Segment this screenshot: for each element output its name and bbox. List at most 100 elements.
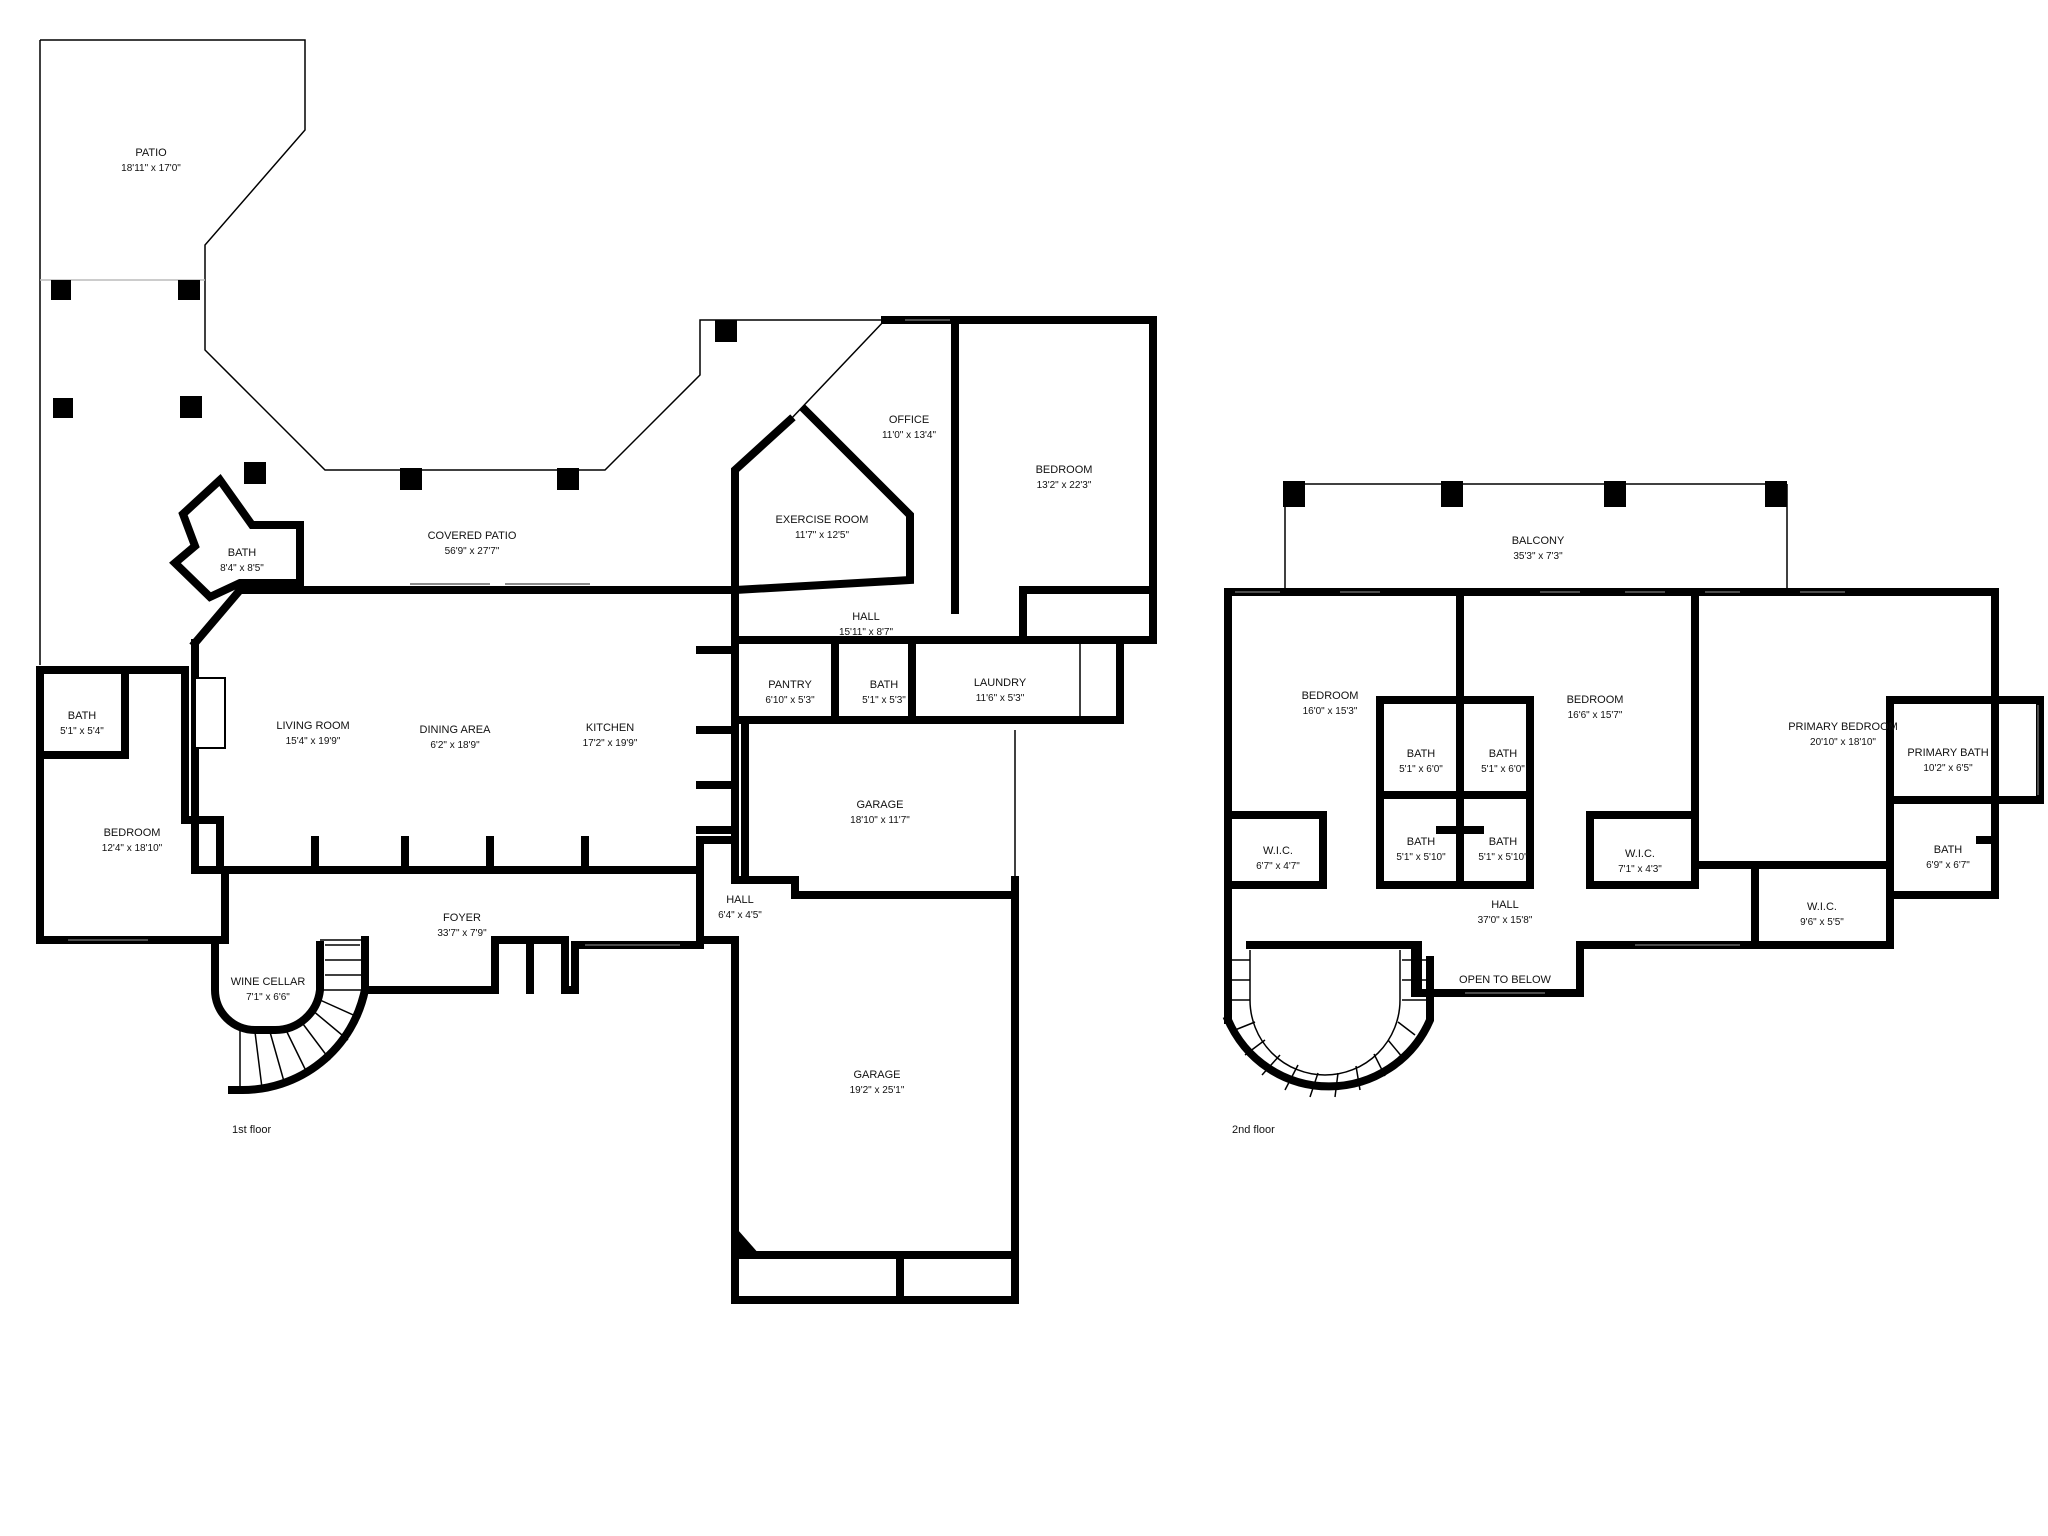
otb-wall xyxy=(1411,941,1422,997)
bath-5-label: BATH xyxy=(1934,844,1963,856)
column xyxy=(244,462,266,484)
balcony-label: BALCONY xyxy=(1512,535,1565,547)
bedroom-west-dims: 12'4" x 18'10" xyxy=(102,843,163,854)
patio-outline xyxy=(40,39,885,471)
wic-a-dims: 6'7" x 4'7" xyxy=(1256,861,1300,872)
column xyxy=(400,468,422,490)
exercise-dims: 11'7" x 12'5" xyxy=(795,530,850,541)
bath-patio-dims: 8'4" x 8'5" xyxy=(220,563,264,574)
column xyxy=(1283,481,1305,507)
hall-north-dims: 15'11" x 8'7" xyxy=(839,627,894,638)
dining-label: DINING AREA xyxy=(420,724,492,736)
exercise-walls xyxy=(730,404,914,595)
hall-2-label: HALL xyxy=(1491,899,1519,911)
open-below-label: OPEN TO BELOW xyxy=(1459,974,1552,986)
primary-bath-dims: 10'2" x 6'5" xyxy=(1923,763,1973,774)
bath-1-dims: 5'1" x 6'0" xyxy=(1399,764,1443,775)
bath-cluster xyxy=(1376,696,1534,889)
second-floor: BALCONY 35'3" x 7'3" BEDROOM 16'0" x 15'… xyxy=(1222,481,2044,1136)
exercise-label: EXERCISE ROOM xyxy=(776,514,869,526)
hall-small-label: HALL xyxy=(726,894,754,906)
foyer-dims: 33'7" x 7'9" xyxy=(437,928,487,939)
wic-b-label: W.I.C. xyxy=(1625,848,1655,860)
hall-north-label: HALL xyxy=(852,611,880,623)
column xyxy=(1765,481,1787,507)
bath-pantry-label: BATH xyxy=(870,679,899,691)
bath-5 xyxy=(1886,796,1999,899)
patio-dims: 18'11" x 17'0" xyxy=(121,163,181,174)
bedroom-a-dims: 16'0" x 15'3" xyxy=(1303,706,1358,717)
primary-bedroom-label: PRIMARY BEDROOM xyxy=(1788,721,1898,733)
dining-dims: 6'2" x 18'9" xyxy=(430,740,480,751)
wic-a xyxy=(1224,811,1327,889)
bath-patio-walls xyxy=(169,473,304,602)
column xyxy=(715,320,737,342)
primary-bath-label: PRIMARY BATH xyxy=(1907,747,1988,759)
stair-outer-wall xyxy=(228,985,370,1095)
garage-small-label: GARAGE xyxy=(856,799,903,811)
stair-treads-2 xyxy=(1232,959,1428,1098)
hall-small-dims: 6'4" x 4'5" xyxy=(718,910,762,921)
wine-cellar-walls xyxy=(211,941,324,1035)
bath-4-label: BATH xyxy=(1489,836,1518,848)
wine-dims: 7'1" x 6'6" xyxy=(246,992,290,1003)
bath-west-label: BATH xyxy=(68,710,97,722)
north-wall-2 xyxy=(1224,588,1999,704)
fireplace-icon xyxy=(194,677,226,749)
floor-1-label: 1st floor xyxy=(232,1124,271,1136)
pantry-dims: 6'10" x 5'3" xyxy=(765,695,815,706)
wic-a-label: W.I.C. xyxy=(1263,845,1293,857)
column xyxy=(557,468,579,490)
bath-4-dims: 5'1" x 5'10" xyxy=(1478,852,1528,863)
office-dims: 11'0" x 13'4" xyxy=(882,430,937,441)
covered-patio-label: COVERED PATIO xyxy=(428,530,517,542)
column xyxy=(51,280,71,300)
bath-5-dims: 6'9" x 6'7" xyxy=(1926,860,1970,871)
bedroom-b-dims: 16'6" x 15'7" xyxy=(1568,710,1623,721)
garage-large-dims: 19'2" x 25'1" xyxy=(850,1085,905,1096)
office-label: OFFICE xyxy=(889,414,929,426)
bedroom-east-label: BEDROOM xyxy=(1036,464,1093,476)
bath-2-dims: 5'1" x 6'0" xyxy=(1481,764,1525,775)
foyer-south-wall xyxy=(361,936,704,994)
wic-c xyxy=(1751,861,1894,949)
exercise-west-wall xyxy=(731,414,796,594)
wic-b xyxy=(1586,811,1699,889)
office-window-diag xyxy=(789,319,886,421)
column xyxy=(1441,481,1463,507)
garage-small-dims: 18'10" x 11'7" xyxy=(850,815,910,826)
pantry-label: PANTRY xyxy=(768,679,812,691)
stair-inner xyxy=(1249,950,1401,1076)
column xyxy=(180,396,202,418)
bedroom-east-dims: 13'2" x 22'3" xyxy=(1037,480,1092,491)
hall-2-dims: 37'0" x 15'8" xyxy=(1478,915,1533,926)
wic-c-label: W.I.C. xyxy=(1807,901,1837,913)
patio-label: PATIO xyxy=(135,147,167,159)
bedroom-b-label: BEDROOM xyxy=(1567,694,1624,706)
covered-patio-dims: 56'9" x 27'7" xyxy=(445,546,500,557)
laundry-dims: 11'6" x 5'3" xyxy=(976,693,1025,704)
column xyxy=(53,398,73,418)
bath-2-label: BATH xyxy=(1489,748,1518,760)
living-dims: 15'4" x 19'9" xyxy=(286,736,341,747)
bedroom-a-label: BEDROOM xyxy=(1302,690,1359,702)
stair-rail xyxy=(320,939,363,1000)
primary-bedroom-dims: 20'10" x 18'10" xyxy=(1810,737,1876,748)
floor-2-label: 2nd floor xyxy=(1232,1124,1275,1136)
wic-b-dims: 7'1" x 4'3" xyxy=(1618,864,1662,875)
bath-patio-label: BATH xyxy=(228,547,257,559)
bedroom-west-label: BEDROOM xyxy=(104,827,161,839)
foyer-label: FOYER xyxy=(443,912,481,924)
living-label: LIVING ROOM xyxy=(276,720,349,732)
wic-c-dims: 9'6" x 5'5" xyxy=(1800,917,1844,928)
kitchen-label: KITCHEN xyxy=(586,722,634,734)
laundry-label: LAUNDRY xyxy=(974,677,1027,689)
wine-label: WINE CELLAR xyxy=(231,976,306,988)
column xyxy=(1604,481,1626,507)
balcony-dims: 35'3" x 7'3" xyxy=(1513,551,1563,562)
bath-west-dims: 5'1" x 5'4" xyxy=(60,726,104,737)
ramp-icon xyxy=(738,1230,760,1255)
column xyxy=(178,280,200,300)
bath-1-label: BATH xyxy=(1407,748,1436,760)
